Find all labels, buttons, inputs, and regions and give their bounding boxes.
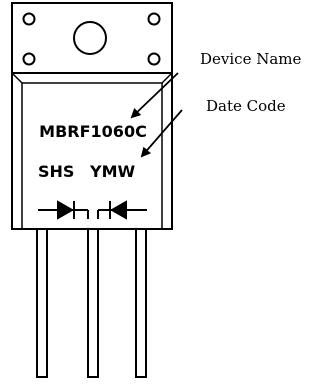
tab-corner-hole xyxy=(147,52,161,66)
date-code-marking: YMW xyxy=(89,162,136,181)
package-body xyxy=(11,72,173,230)
tab-corner-hole xyxy=(22,12,36,26)
device-name-callout-line xyxy=(130,72,179,119)
date-code-label: Date Code xyxy=(206,97,286,115)
device-name-label: Device Name xyxy=(200,50,302,68)
date-code-callout-line xyxy=(140,109,183,158)
lot-code-marking: SHS xyxy=(38,162,74,181)
mounting-tab xyxy=(11,2,173,76)
mounting-hole xyxy=(73,21,107,55)
diode-symbol xyxy=(38,200,147,220)
tab-corner-hole xyxy=(22,52,36,66)
lead-right xyxy=(135,228,147,378)
lead-center xyxy=(87,228,99,378)
device-marking: MBRF1060C xyxy=(39,122,147,141)
tab-corner-hole xyxy=(147,12,161,26)
lead-left xyxy=(36,228,48,378)
leads xyxy=(36,228,147,378)
